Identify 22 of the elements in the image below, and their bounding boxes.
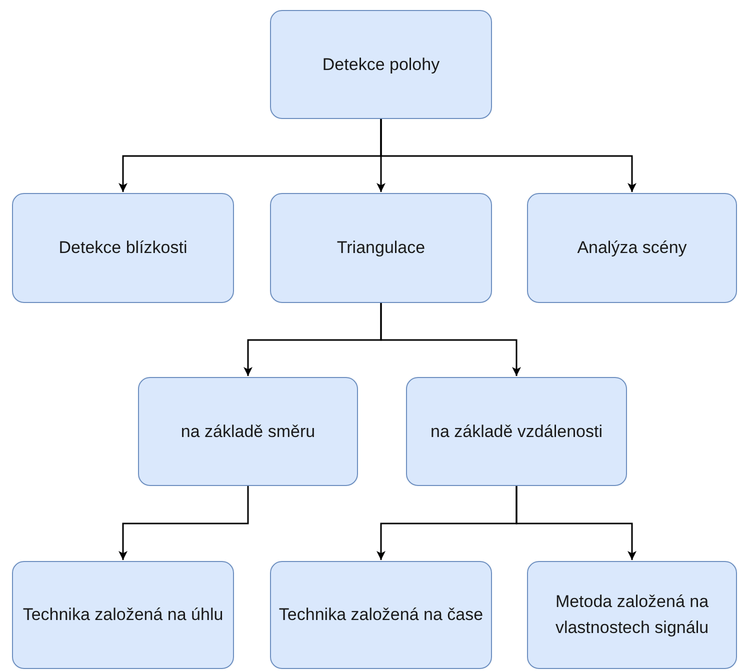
process-box bbox=[138, 377, 358, 486]
connector-arrow bbox=[516, 486, 636, 560]
box-label: na základě vzdálenosti bbox=[430, 420, 602, 442]
box-label: Detekce polohy bbox=[322, 54, 440, 76]
process-box bbox=[527, 193, 737, 303]
process-box bbox=[12, 561, 234, 669]
process-box bbox=[270, 193, 492, 303]
process-box bbox=[270, 10, 492, 119]
box-label: Technika založená na úhlu bbox=[22, 604, 224, 626]
box-label: Metoda založená na vlastnostech signálu bbox=[554, 591, 710, 639]
box-label: Analýza scény bbox=[577, 237, 687, 259]
connector-arrow bbox=[380, 119, 636, 192]
process-box bbox=[12, 193, 234, 303]
process-box bbox=[406, 377, 627, 486]
connector-arrow bbox=[380, 303, 521, 376]
box-label: Technika založená na čase bbox=[278, 604, 484, 626]
box-label: Triangulace bbox=[336, 237, 426, 259]
box-label: na základě směru bbox=[180, 420, 316, 442]
process-box bbox=[527, 561, 737, 669]
box-label: Detekce blízkosti bbox=[58, 237, 188, 259]
connector-arrow bbox=[118, 486, 249, 560]
process-box bbox=[270, 561, 492, 669]
